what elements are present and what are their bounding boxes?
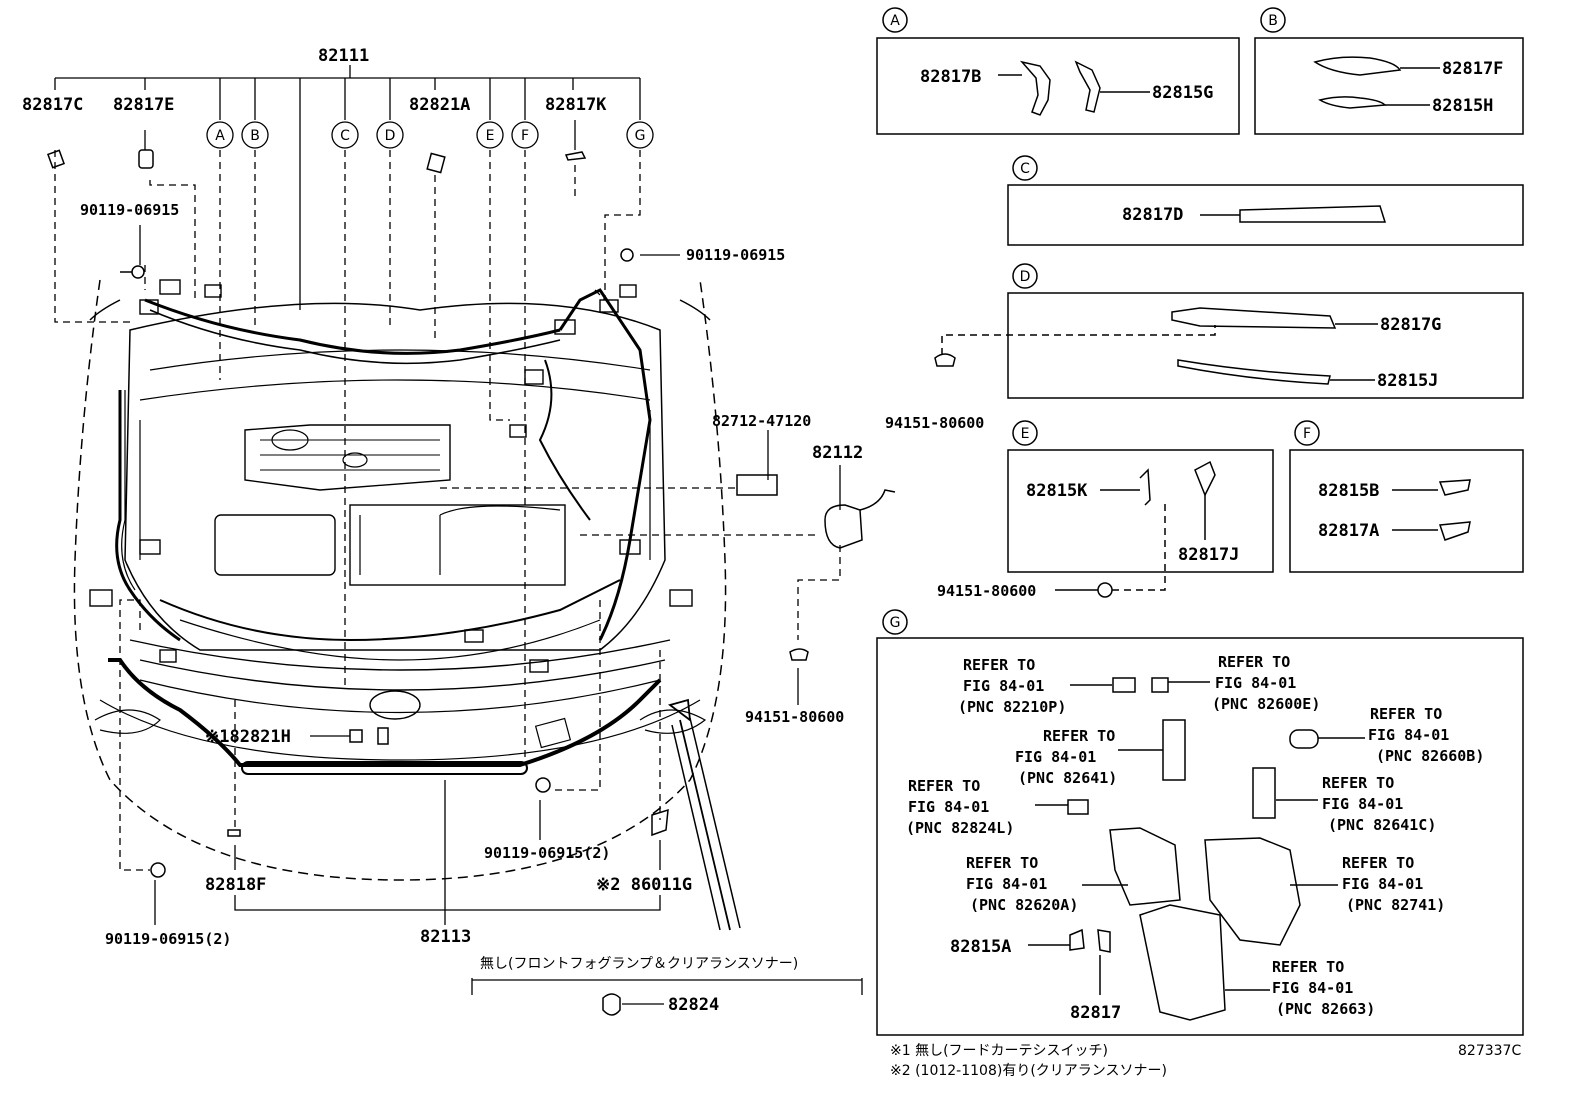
part-82824: 82824	[668, 995, 719, 1015]
part-82817e: 82817E	[113, 95, 174, 115]
panel-e-letter: E	[1021, 426, 1030, 442]
circle-f-label: F	[521, 128, 529, 144]
fog-note: 無し(フロントフォグランプ＆クリアランスソナー)	[480, 956, 798, 972]
refer-82641c-fig: FIG 84-01	[1322, 795, 1403, 813]
refer-82210p-pnc: (PNC 82210P)	[958, 698, 1066, 716]
bolt-90119-b: 90119-06915	[686, 246, 785, 264]
fog-note-bracket	[471, 978, 863, 995]
bolt-90119-c: 90119-06915(2)	[484, 844, 610, 862]
panel-f-text: 82815B 82817A	[1318, 481, 1379, 541]
panel-d-text: 82817G 82815J	[1377, 315, 1441, 391]
part-82821a: 82821A	[409, 95, 470, 115]
circle-b-label: B	[250, 128, 260, 144]
circle-g-label: G	[635, 128, 646, 144]
refer-82824l-pnc: (PNC 82824L)	[906, 819, 1014, 837]
circle-c-label: C	[340, 128, 350, 144]
detail-panels	[876, 7, 1524, 1036]
part-82817k: 82817K	[545, 95, 607, 115]
refer-82741-pnc: (PNC 82741)	[1346, 896, 1445, 914]
circle-d-label: D	[385, 128, 396, 144]
panel-g-letter: G	[890, 615, 901, 631]
bolt-90119-d: 90119-06915(2)	[105, 930, 231, 948]
part-82815h: 82815H	[1432, 96, 1493, 116]
refer-82660b-pnc: (PNC 82660B)	[1376, 747, 1484, 765]
panel-a-text: 82817B 82815G	[920, 67, 1213, 103]
small-part-icons	[47, 149, 1113, 1016]
circle-a-label: A	[215, 128, 225, 144]
refer-82641c-pnc: (PNC 82641C)	[1328, 816, 1436, 834]
part-82817j: 82817J	[1178, 545, 1239, 565]
part-82817c: 82817C	[22, 95, 83, 115]
panel-f-letter: F	[1303, 426, 1311, 442]
footnotes: ※1 無し(フードカーテシスイッチ) ※2 (1012-1108)有り(クリアラ…	[890, 1043, 1521, 1079]
bolt-90119-a: 90119-06915	[80, 201, 179, 219]
refer-82620a-pnc: (PNC 82620A)	[970, 896, 1078, 914]
figure-code: 827337C	[1458, 1043, 1521, 1059]
part-82815g: 82815G	[1152, 83, 1213, 103]
refer-82824l-fig: FIG 84-01	[908, 798, 989, 816]
clip-94151-a: 94151-80600	[885, 414, 984, 432]
panel-c-text: 82817D	[1122, 205, 1183, 225]
panel-a-letter: A	[890, 13, 900, 29]
part-86011g: ※2 86011G	[596, 875, 692, 895]
refer-82641-fig: FIG 84-01	[1015, 748, 1096, 766]
part-82712-47120: 82712-47120	[712, 412, 811, 430]
part-82817: 82817	[1070, 1003, 1121, 1023]
part-82817a: 82817A	[1318, 521, 1379, 541]
refer-82663-fig: FIG 84-01	[1272, 979, 1353, 997]
refer-82663-pnc: (PNC 82663)	[1276, 1000, 1375, 1018]
part-82815a: 82815A	[950, 937, 1011, 957]
refer-82600e-pnc: (PNC 82600E)	[1212, 695, 1320, 713]
refer-82660b-title: REFER TO	[1370, 705, 1442, 723]
refer-82741-fig: FIG 84-01	[1342, 875, 1423, 893]
panel-part-shapes	[941, 56, 1471, 1021]
refer-82641-title: REFER TO	[1043, 727, 1115, 745]
part-82817f: 82817F	[1442, 59, 1503, 79]
part-82815k: 82815K	[1026, 481, 1088, 501]
refer-82600e-title: REFER TO	[1218, 653, 1290, 671]
part-82821h: ※182821H	[205, 727, 291, 747]
part-82817b: 82817B	[920, 67, 981, 87]
refer-82620a-title: REFER TO	[966, 854, 1038, 872]
panel-b-text: 82817F 82815H	[1432, 59, 1503, 116]
part-82815b: 82815B	[1318, 481, 1379, 501]
part-82112: 82112	[812, 443, 863, 463]
part-82111: 82111	[318, 46, 369, 66]
part-82817d: 82817D	[1122, 205, 1183, 225]
refer-82641-pnc: (PNC 82641)	[1018, 769, 1117, 787]
main-harness-illustration	[73, 279, 741, 931]
part-82815j: 82815J	[1377, 371, 1438, 391]
footnote-2: ※2 (1012-1108)有り(クリアランスソナー)	[890, 1063, 1167, 1079]
circle-e-label: E	[486, 128, 495, 144]
panel-b-letter: B	[1268, 13, 1278, 29]
part-82817g: 82817G	[1380, 315, 1441, 335]
refer-82620a-fig: FIG 84-01	[966, 875, 1047, 893]
leader-lines	[54, 65, 841, 925]
panel-d-letter: D	[1020, 269, 1031, 285]
circle-letters-main: A B C D E F G	[215, 128, 645, 144]
refer-82641c-title: REFER TO	[1322, 774, 1394, 792]
part-82818f: 82818F	[205, 875, 266, 895]
panel-c-letter: C	[1020, 161, 1030, 177]
footnote-1: ※1 無し(フードカーテシスイッチ)	[890, 1043, 1108, 1059]
panel-e-text: 82815K 82817J	[1026, 481, 1239, 565]
refer-82600e-fig: FIG 84-01	[1215, 674, 1296, 692]
clip-94151-c: 94151-80600	[745, 708, 844, 726]
refer-82741-title: REFER TO	[1342, 854, 1414, 872]
refer-82824l-title: REFER TO	[908, 777, 980, 795]
part-82113: 82113	[420, 927, 471, 947]
panel-letters: A B C D E F G	[890, 13, 1311, 631]
refer-82663-title: REFER TO	[1272, 958, 1344, 976]
circle-labels-main	[206, 121, 654, 149]
refer-82210p-fig: FIG 84-01	[963, 677, 1044, 695]
refer-82210p-title: REFER TO	[963, 656, 1035, 674]
panel-g-text: REFER TO FIG 84-01 (PNC 82210P) REFER TO…	[906, 653, 1484, 1023]
refer-82660b-fig: FIG 84-01	[1368, 726, 1449, 744]
clip-94151-b: 94151-80600	[937, 582, 1036, 600]
main-callouts: 82111 82817C 82817E 82821A 82817K 90119-…	[22, 46, 1036, 1015]
